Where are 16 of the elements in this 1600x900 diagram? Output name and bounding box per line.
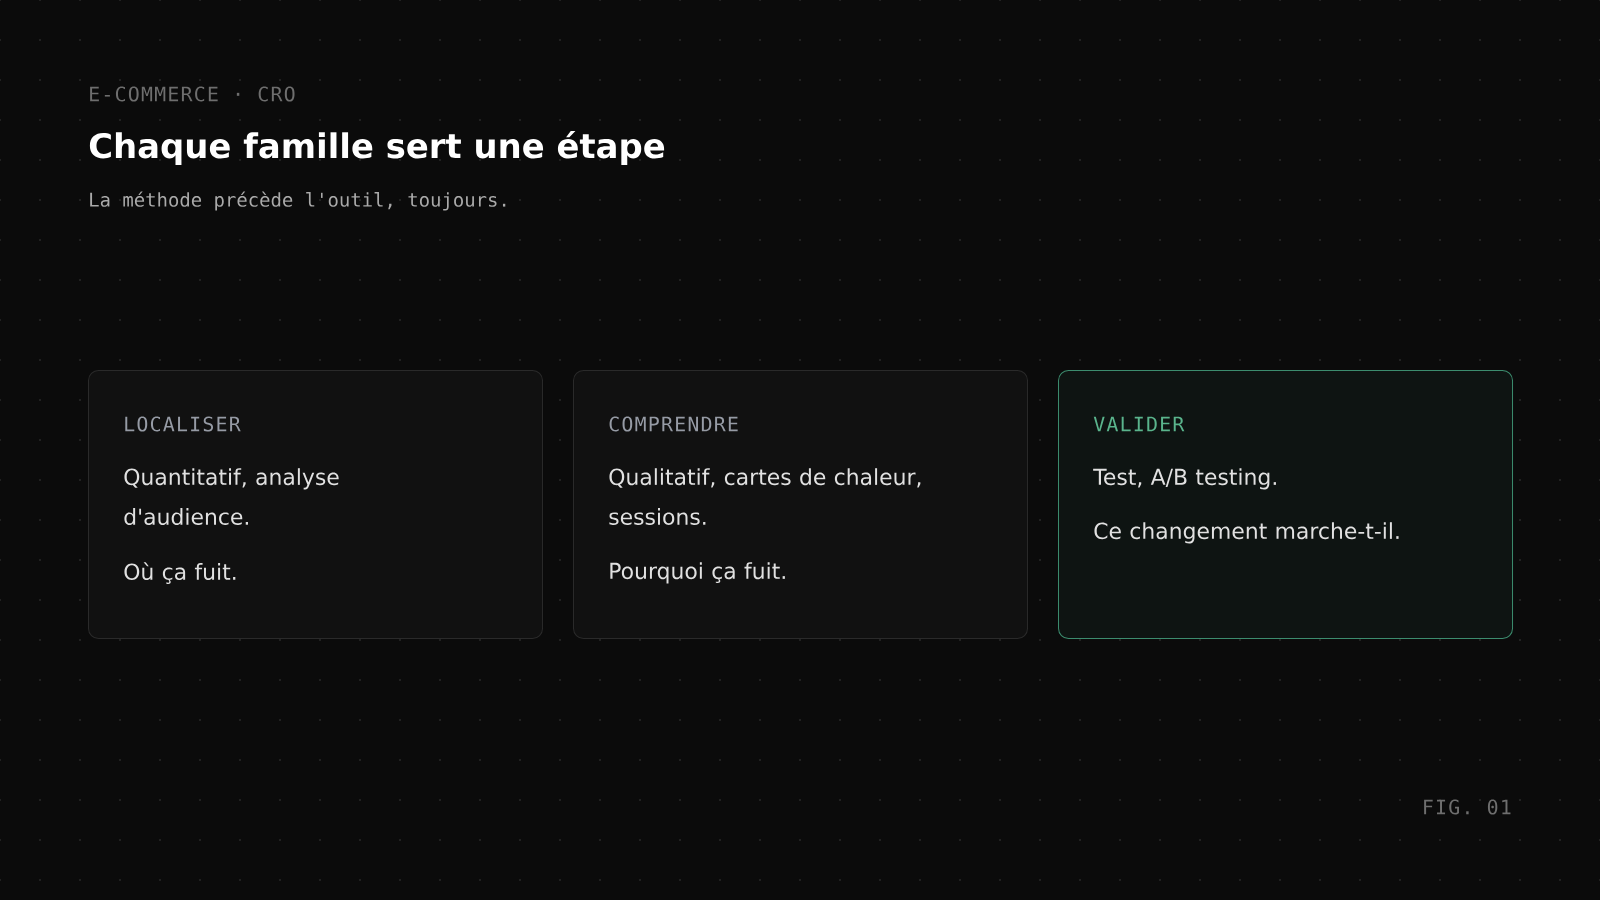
card-heading: LOCALISER bbox=[125, 416, 241, 432]
card-text: Ce changement marche-t-il. bbox=[1094, 522, 1399, 544]
card-text: Où ça fuit. bbox=[124, 562, 236, 584]
subtitle: La méthode précède l'outil, toujours. bbox=[90, 191, 506, 211]
card bbox=[1058, 370, 1514, 639]
card-text: Pourquoi ça fuit. bbox=[610, 562, 785, 584]
card-text: Quantitatif, analyse d'audience. bbox=[124, 468, 339, 525]
card-text: Qualitatif, cartes de chaleur, sessions. bbox=[609, 468, 921, 525]
title: Chaque famille sert une étape bbox=[89, 130, 665, 166]
card bbox=[573, 370, 1028, 639]
card-heading: COMPRENDRE bbox=[609, 416, 738, 432]
card-heading: VALIDER bbox=[1093, 416, 1185, 432]
figure-number: FIG. 01 bbox=[1424, 799, 1511, 815]
eyebrow-text: E-COMMERCE · CRO bbox=[90, 86, 295, 102]
card-text: Test, A/B testing. bbox=[1093, 468, 1276, 490]
card bbox=[88, 370, 543, 639]
